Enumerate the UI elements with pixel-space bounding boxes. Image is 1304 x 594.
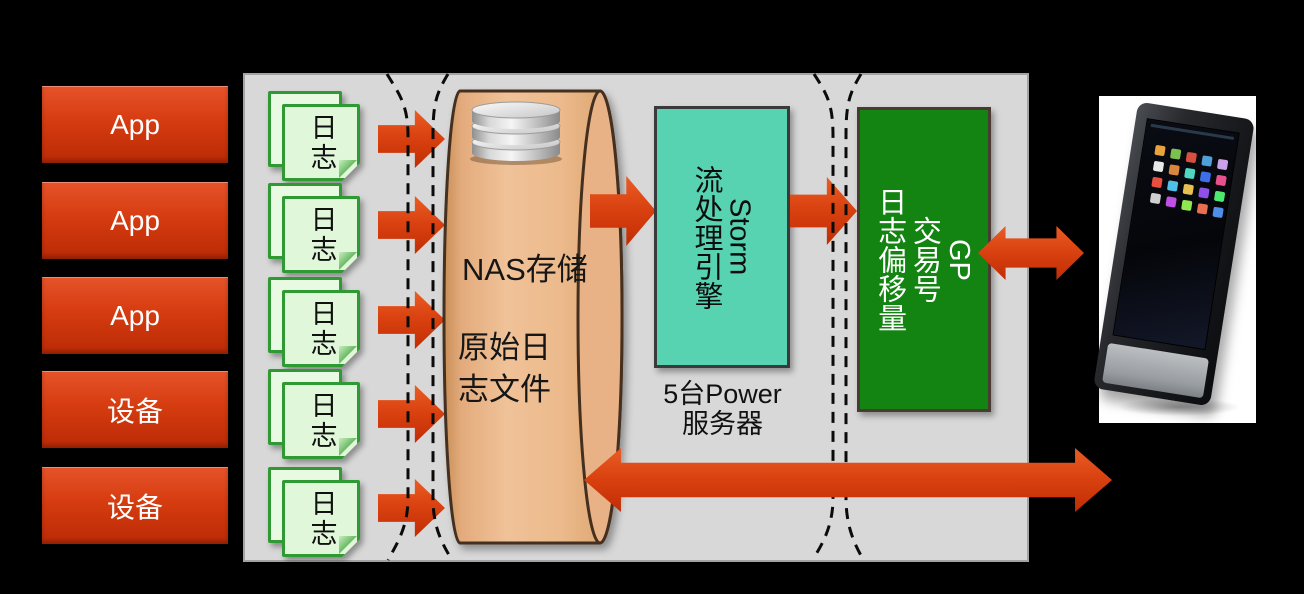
storm-label: Storm 流处理引擎 xyxy=(690,164,756,310)
source-label: 设备 xyxy=(106,395,163,427)
log-label: 日志 xyxy=(306,204,337,265)
log-document-icon: 日志 xyxy=(268,183,362,275)
log-document-icon: 日志 xyxy=(268,277,362,369)
doc-front-sheet: 日志 xyxy=(282,290,360,367)
storm-box: Storm 流处理引擎 xyxy=(654,106,790,368)
log-document-icon: 日志 xyxy=(268,369,362,461)
doc-front-sheet: 日志 xyxy=(282,382,360,459)
folded-corner xyxy=(339,438,357,456)
nas-subtitle: 原始日 志文件 xyxy=(458,330,551,407)
storm-caption: 5台Power 服务器 xyxy=(663,379,782,439)
database-icon xyxy=(470,101,562,165)
folded-corner xyxy=(339,536,357,554)
log-document-icon: 日志 xyxy=(268,467,362,559)
log-label: 日志 xyxy=(306,488,337,549)
source-label: App xyxy=(110,108,160,140)
source-app-3: App xyxy=(42,277,228,354)
doc-front-sheet: 日志 xyxy=(282,480,360,557)
tablet-device xyxy=(1093,101,1255,407)
log-label: 日志 xyxy=(306,112,337,173)
app-icons-grid xyxy=(1154,144,1166,157)
gp-box: GP 交易号 日志偏移量 xyxy=(857,107,991,412)
source-app-2: App xyxy=(42,182,228,259)
source-device-2: 设备 xyxy=(42,467,228,544)
tablet-screen xyxy=(1112,118,1240,351)
log-document-icon: 日志 xyxy=(268,91,362,183)
source-label: 设备 xyxy=(106,491,163,523)
source-app-1: App xyxy=(42,86,228,163)
log-label: 日志 xyxy=(306,298,337,359)
gp-label: GP 交易号 日志偏移量 xyxy=(873,187,976,332)
folded-corner xyxy=(339,346,357,364)
source-device-1: 设备 xyxy=(42,371,228,448)
source-label: App xyxy=(110,204,160,236)
tablet-shadow xyxy=(1117,398,1241,416)
doc-front-sheet: 日志 xyxy=(282,104,360,181)
tablet-bottom-bezel xyxy=(1102,342,1210,399)
log-label: 日志 xyxy=(306,390,337,451)
folded-corner xyxy=(339,160,357,178)
folded-corner xyxy=(339,252,357,270)
nas-title: NAS存储 xyxy=(462,252,588,287)
doc-front-sheet: 日志 xyxy=(282,196,360,273)
source-label: App xyxy=(110,299,160,331)
tablet-photo xyxy=(1093,96,1256,423)
